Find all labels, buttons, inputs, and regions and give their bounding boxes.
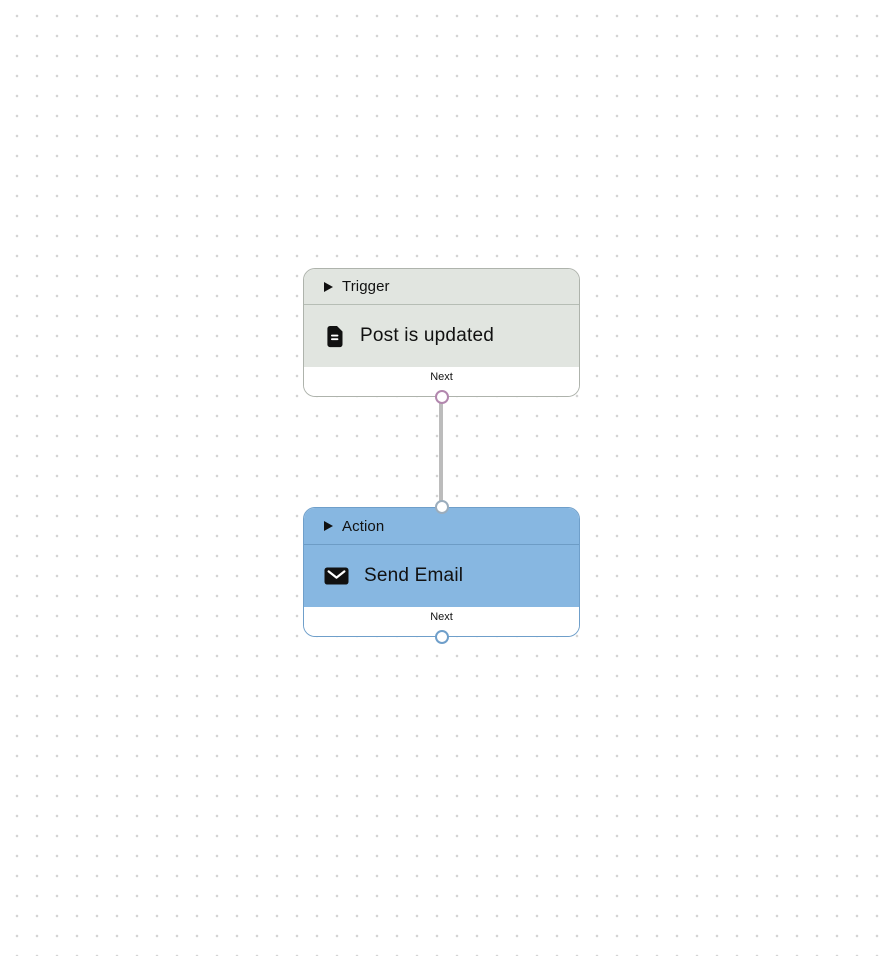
disclosure-triangle-icon[interactable]	[324, 281, 333, 292]
next-port-label: Next	[430, 371, 453, 383]
node-trigger-header[interactable]: Trigger	[304, 269, 579, 305]
node-type-label: Trigger	[342, 278, 390, 295]
node-type-label: Action	[342, 517, 385, 535]
port-next[interactable]	[434, 630, 449, 644]
document-icon	[324, 325, 345, 348]
node-title: Post is updated	[360, 325, 494, 346]
node-title: Send Email	[364, 565, 464, 586]
disclosure-triangle-icon[interactable]	[324, 521, 333, 531]
node-action-header[interactable]: Action	[304, 508, 579, 545]
node-action-body: Send Email	[304, 545, 579, 607]
port-next[interactable]	[434, 390, 449, 404]
port-input[interactable]	[434, 500, 449, 514]
node-trigger[interactable]: Trigger Post is updated Next	[303, 268, 580, 404]
node-trigger-box: Trigger Post is updated Next	[303, 268, 580, 397]
node-trigger-body: Post is updated	[304, 305, 579, 367]
envelope-icon	[324, 567, 349, 585]
node-action-box: Action Send Email Next	[303, 507, 580, 637]
next-port-label: Next	[430, 611, 453, 623]
connector-edge[interactable]	[439, 395, 443, 507]
node-action[interactable]: Action Send Email Next	[303, 500, 580, 644]
